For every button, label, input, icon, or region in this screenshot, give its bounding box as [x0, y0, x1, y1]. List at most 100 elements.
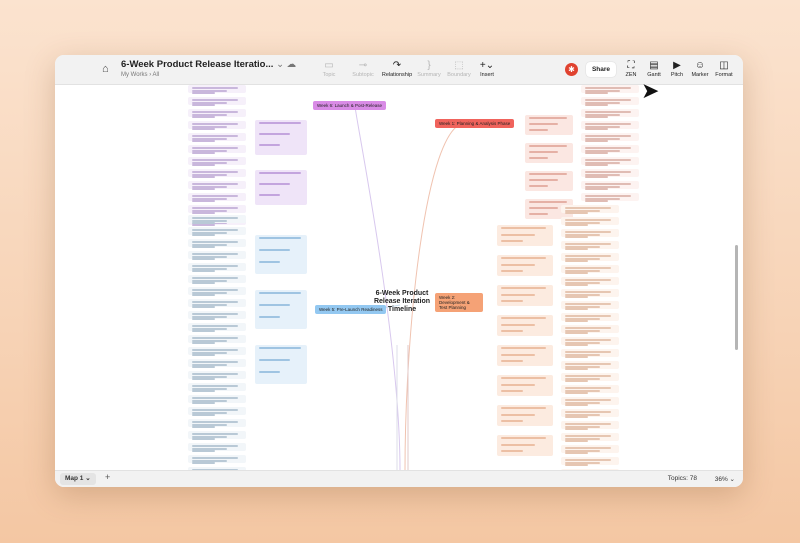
branch-week-5[interactable]: Week 5: Pre-Launch Readiness: [315, 305, 387, 314]
subtopic-card[interactable]: [561, 325, 619, 335]
subtopic-card[interactable]: [561, 205, 619, 215]
subtopic-card[interactable]: [561, 289, 619, 299]
format-button[interactable]: ◫Format: [702, 59, 743, 78]
subtopic-card[interactable]: [581, 181, 639, 191]
subtopic-card[interactable]: [497, 375, 553, 396]
subtopic-card[interactable]: [255, 120, 307, 155]
marker-button[interactable]: ☺Marker: [678, 59, 722, 78]
boundary-button[interactable]: ⬚Boundary: [437, 59, 481, 78]
subtopic-card[interactable]: [561, 337, 619, 347]
subtopic-card[interactable]: [188, 157, 246, 167]
insert-button[interactable]: +⌄Insert: [465, 59, 509, 78]
central-topic[interactable]: 6-Week Product Release Iteration Timelin…: [373, 290, 431, 313]
subtopic-card[interactable]: [188, 455, 246, 465]
subtopic-card[interactable]: [525, 199, 573, 219]
subtopic-card[interactable]: [581, 169, 639, 179]
subtopic-card[interactable]: [561, 385, 619, 395]
pitch-button[interactable]: ▶Pitch: [655, 59, 699, 78]
subtopic-card[interactable]: [188, 299, 246, 309]
subtopic-card[interactable]: [188, 215, 246, 225]
subtopic-card[interactable]: [188, 323, 246, 333]
topic-button[interactable]: ▭Topic: [307, 59, 351, 78]
subtopic-card[interactable]: [188, 193, 246, 203]
subtopic-card[interactable]: [581, 109, 639, 119]
subtopic-card[interactable]: [188, 383, 246, 393]
subtopic-card[interactable]: [561, 361, 619, 371]
subtopic-card[interactable]: [188, 467, 246, 470]
subtopic-card[interactable]: [581, 145, 639, 155]
subtopic-card[interactable]: [255, 345, 307, 384]
subtopic-card[interactable]: [188, 205, 246, 215]
subtopic-card[interactable]: [581, 85, 639, 95]
vertical-scrollbar[interactable]: [735, 245, 738, 350]
subtopic-card[interactable]: [188, 109, 246, 119]
subtopic-card[interactable]: [255, 235, 307, 274]
subtopic-card[interactable]: [188, 181, 246, 191]
branch-week-1[interactable]: Week 1: Planning & Analysis Phase: [435, 119, 515, 128]
subtopic-card[interactable]: [497, 435, 553, 456]
subtopic-card[interactable]: [561, 421, 619, 431]
subtopic-card[interactable]: [188, 227, 246, 237]
subtopic-card[interactable]: [188, 395, 246, 405]
subtopic-card[interactable]: [561, 277, 619, 287]
subtopic-card[interactable]: [255, 290, 307, 329]
subtopic-card[interactable]: [188, 287, 246, 297]
subtopic-card[interactable]: [561, 265, 619, 275]
subtopic-card[interactable]: [188, 443, 246, 453]
zoom-level[interactable]: 36% ⌄: [714, 476, 735, 483]
add-map-icon[interactable]: +: [105, 472, 111, 482]
subtopic-card[interactable]: [188, 145, 246, 155]
subtopic-card[interactable]: [581, 97, 639, 107]
subtopic-card[interactable]: [561, 373, 619, 383]
subtopic-card[interactable]: [497, 315, 553, 336]
mindmap-canvas[interactable]: 6-Week Product Release Iteration Timelin…: [55, 85, 743, 470]
relationship-button[interactable]: ↷Relationship: [375, 59, 419, 78]
subtopic-card[interactable]: [188, 311, 246, 321]
subtopic-card[interactable]: [561, 457, 619, 467]
subtopic-card[interactable]: [561, 469, 619, 470]
branch-week-2[interactable]: Week 2: Development & Test Planning: [435, 293, 483, 312]
chevron-down-icon[interactable]: ⌄: [276, 59, 285, 70]
subtopic-card[interactable]: [561, 301, 619, 311]
subtopic-card[interactable]: [561, 253, 619, 263]
gantt-button[interactable]: ▤Gantt: [632, 59, 676, 78]
subtopic-card[interactable]: [525, 143, 573, 163]
subtopic-card[interactable]: [188, 431, 246, 441]
branch-week-6[interactable]: Week 6: Launch & Post-Release: [313, 101, 386, 110]
avatar[interactable]: ✱: [565, 63, 578, 76]
subtopic-card[interactable]: [188, 169, 246, 179]
subtopic-card[interactable]: [255, 170, 307, 205]
subtopic-card[interactable]: [561, 433, 619, 443]
subtopic-card[interactable]: [561, 445, 619, 455]
home-icon[interactable]: ⌂: [102, 63, 109, 75]
share-button[interactable]: Share: [586, 62, 616, 77]
subtopic-card[interactable]: [188, 419, 246, 429]
subtopic-card[interactable]: [581, 157, 639, 167]
subtopic-card[interactable]: [561, 229, 619, 239]
subtopic-card[interactable]: [561, 241, 619, 251]
map-tab[interactable]: Map 1 ⌄: [60, 473, 96, 485]
document-title[interactable]: 6-Week Product Release Iteratio... ⌄ ☁: [121, 59, 296, 70]
subtopic-card[interactable]: [188, 371, 246, 381]
subtopic-card[interactable]: [561, 349, 619, 359]
subtopic-card[interactable]: [188, 251, 246, 261]
subtopic-card[interactable]: [497, 225, 553, 246]
subtopic-card[interactable]: [561, 409, 619, 419]
summary-button[interactable]: }Summary: [407, 59, 451, 78]
subtopic-card[interactable]: [561, 313, 619, 323]
subtopic-card[interactable]: [525, 171, 573, 191]
breadcrumb[interactable]: My Works › All: [121, 72, 160, 78]
subtopic-card[interactable]: [188, 97, 246, 107]
subtopic-card[interactable]: [581, 121, 639, 131]
subtopic-card[interactable]: [188, 133, 246, 143]
subtopic-card[interactable]: [561, 217, 619, 227]
subtopic-card[interactable]: [497, 405, 553, 426]
subtopic-card[interactable]: [581, 193, 639, 203]
subtopic-card[interactable]: [188, 239, 246, 249]
zen-button[interactable]: ⛶ZEN: [609, 59, 653, 78]
subtopic-button[interactable]: ⊸Subtopic: [341, 59, 385, 78]
subtopic-card[interactable]: [561, 397, 619, 407]
subtopic-card[interactable]: [497, 345, 553, 366]
subtopic-card[interactable]: [497, 285, 553, 306]
subtopic-card[interactable]: [497, 255, 553, 276]
